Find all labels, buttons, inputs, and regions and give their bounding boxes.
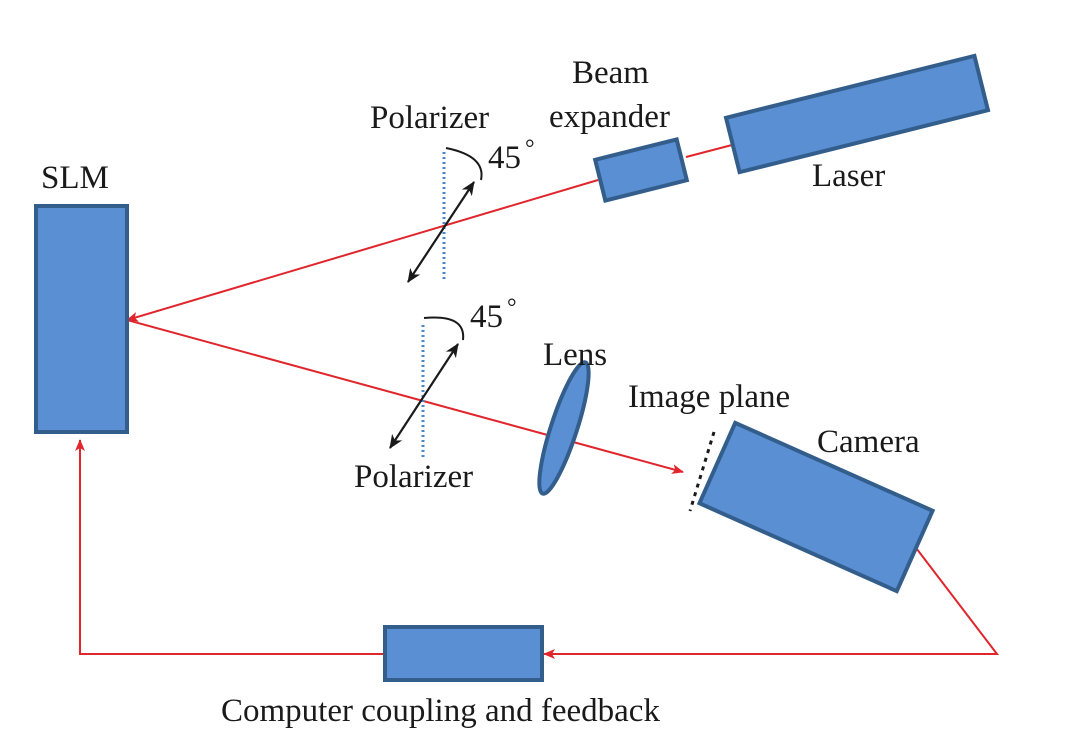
label-beam-expander-line2: expander [549, 99, 670, 135]
label-polarizer-bottom: Polarizer [354, 459, 473, 495]
label-slm: SLM [41, 160, 109, 196]
beam-laser-to-expander [685, 144, 733, 158]
beam-camera-to-computer [543, 539, 1000, 659]
angle-arc-bottom [423, 316, 465, 341]
angle-arc-top [445, 147, 483, 181]
label-lens: Lens [543, 337, 607, 373]
label-beam-expander-line1: Beam [572, 55, 649, 91]
computer-box [383, 625, 544, 682]
label-camera: Camera [817, 424, 920, 460]
polarization-arrow-top [407, 181, 475, 283]
polarization-arrow-bottom [389, 343, 459, 449]
laser-body [723, 53, 991, 175]
beam-computer-to-slm [75, 439, 385, 655]
camera-body [696, 420, 936, 594]
label-angle-bottom: 45° [470, 295, 517, 335]
label-angle-top: 45° [488, 136, 535, 176]
label-computer: Computer coupling and feedback [221, 693, 660, 729]
label-polarizer-top: Polarizer [370, 100, 489, 136]
label-laser: Laser [812, 158, 885, 194]
beam-expander-body [592, 137, 690, 203]
beam-expander-to-slm [126, 179, 599, 322]
slm-panel [34, 204, 129, 434]
lens-element [537, 360, 591, 496]
label-image-plane: Image plane [628, 379, 790, 415]
